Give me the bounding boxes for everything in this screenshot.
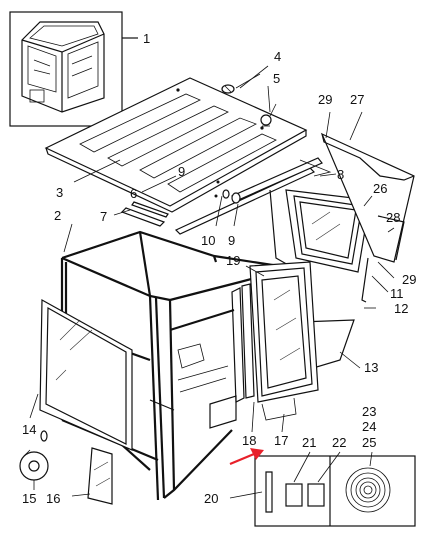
front-windscreen — [39, 298, 133, 451]
roof-panel — [44, 77, 308, 213]
callout-21: 21 — [302, 435, 316, 450]
callout-29a: 29 — [318, 92, 332, 107]
callout-23: 23 — [362, 404, 376, 419]
callout-26: 26 — [373, 181, 387, 196]
callout-9a: 9 — [178, 164, 185, 179]
callout-1: 1 — [143, 31, 150, 46]
callout-16: 16 — [46, 491, 60, 506]
callout-3: 3 — [56, 185, 63, 200]
callout-8: 8 — [337, 167, 344, 182]
callout-11: 11 — [390, 286, 404, 301]
callout-4: 4 — [274, 49, 281, 64]
callout-29b: 29 — [402, 272, 416, 287]
callout-9b: 9 — [228, 233, 235, 248]
leader-lines — [29, 65, 395, 499]
callout-18: 18 — [242, 433, 256, 448]
roof-trim-strips — [120, 157, 323, 235]
callout-14: 14 — [22, 422, 36, 437]
callout-19: 19 — [226, 253, 240, 268]
rear-window — [285, 189, 371, 303]
callout-5: 5 — [273, 71, 280, 86]
callout-20: 20 — [204, 491, 218, 506]
callout-labels: 1 2 3 4 5 6 7 8 9 9 10 11 12 13 14 15 16… — [22, 31, 416, 506]
callout-25: 25 — [362, 435, 376, 450]
highlight-arrow — [229, 448, 264, 466]
cab-overview-inset — [9, 11, 138, 127]
callout-2: 2 — [54, 208, 61, 223]
callout-28: 28 — [386, 210, 400, 225]
callout-15: 15 — [22, 491, 36, 506]
mirror-disc — [19, 449, 49, 481]
callout-10: 10 — [201, 233, 215, 248]
callout-13: 13 — [364, 360, 378, 375]
callout-17: 17 — [274, 433, 288, 448]
callout-12: 12 — [394, 301, 408, 316]
callout-7: 7 — [100, 209, 107, 224]
side-glass-panel — [87, 447, 113, 505]
callout-6: 6 — [130, 186, 137, 201]
seal-kit-inset — [254, 455, 416, 527]
callout-22: 22 — [332, 435, 346, 450]
roof-bolt-parts — [221, 73, 277, 127]
callout-27: 27 — [350, 92, 364, 107]
side-door — [231, 261, 319, 421]
callout-24: 24 — [362, 419, 376, 434]
